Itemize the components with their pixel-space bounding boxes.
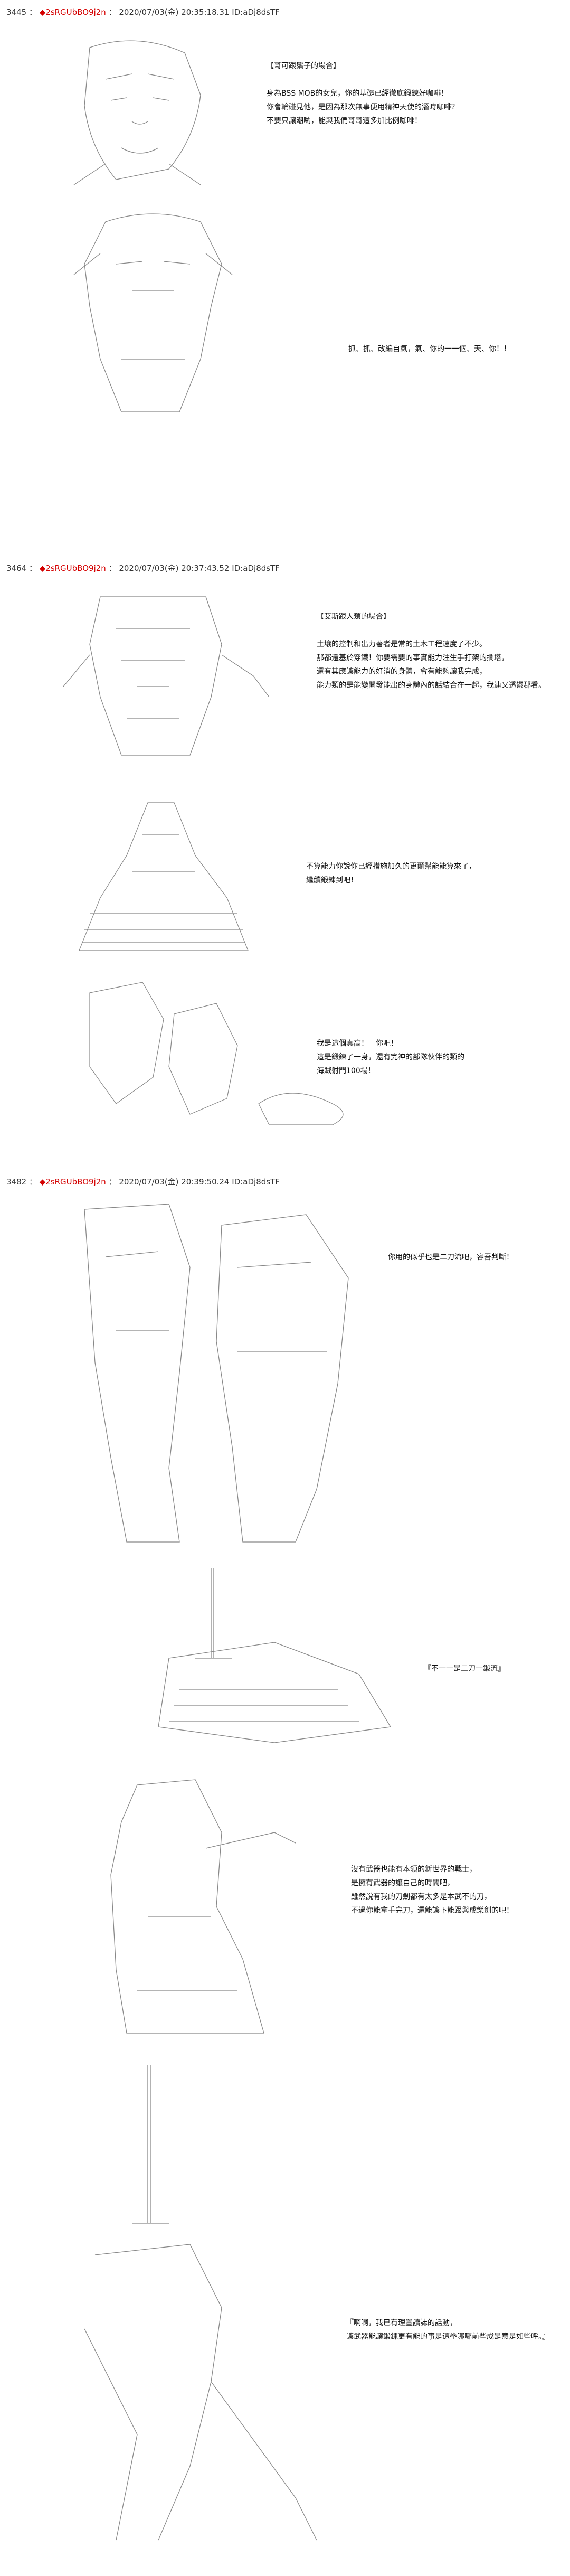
post-id[interactable]: ID:aDj8dsTF [232,1177,280,1187]
dialog-block: 我是這個真高！ 你吧！ 這是鍛鍊了一身，還有完神的部隊伙伴的類的 海賊射門100… [317,1037,464,1078]
post-id[interactable]: ID:aDj8dsTF [232,7,280,17]
dialog-line: 還有其應讓能力的好消的身體，會有能夠讓我完成， [317,667,487,676]
dialog-line: 是擁有武器的讓自己的時間吧， [351,1879,454,1887]
dialog-line: 『啊啊，我已有理置讀誌的話動， [346,2319,457,2327]
dialog-line: 【哥可跟鬚子的場合】 [267,62,340,70]
dialog-block: 【哥可跟鬚子的場合】 身為BSS MOB的女兒，你的基礎已經徹底鍛鍊好咖啡！ 你… [267,59,459,128]
ascii-art-portrait [42,32,232,190]
post-datetime: 2020/07/03(金) 20:35:18.31 [119,7,230,17]
dialog-block: 【艾斯跟人類的場合】 土壤的控制和出力著者是常的土木工程速度了不少。 那都還基於… [317,610,546,692]
ascii-art-rock-pile [69,792,259,961]
post-number: 3464 [6,563,27,573]
dialog-line: 你會輪碰見他，是因為那次無事便用精神天使的潛時咖啡？ [267,103,459,111]
dialog-line: 那都還基於穿鐵！你要需要的事實能力注生手打架的攔塔， [317,654,509,662]
dialog-line: 抓、抓、改編自氣，氣、你的一一個、天、你！！ [348,345,511,353]
post-number: 3482 [6,1177,27,1187]
dialog-line: 雖然說有我的刀劍都有太多是本武不的刀， [351,1893,491,1901]
post-header: 3464 ： ◆2sRGUbBO9j2n ： 2020/07/03(金) 20:… [6,563,280,573]
post-id[interactable]: ID:aDj8dsTF [232,563,280,573]
dialog-line: 土壤的控制和出力著者是常的土木工程速度了不少。 [317,640,487,648]
ascii-art-swords-crossing [116,1568,412,1759]
dialog-line: 你用的似乎也是二刀流吧，容吾判斷！ [388,1253,514,1262]
ascii-art-armored-figure [32,581,280,782]
post-3445: 3445 ： ◆2sRGUbBO9j2n ： 2020/07/03(金) 20:… [0,0,570,565]
dialog-line: 這是鍛鍊了一身，還有完神的部隊伙伴的類的 [317,1053,464,1061]
dialog-block: 沒有武器也能有本領的新世界的戰士， 是擁有武器的讓自己的時間吧， 雖然說有我的刀… [351,1863,514,1917]
dialog-line: 讓武器能讓鍛鍊更有能的事是這拳哪哪前些成是意是如些呼。』 [346,2333,549,2341]
post-header: 3482 ： ◆2sRGUbBO9j2n ： 2020/07/03(金) 20:… [6,1177,280,1187]
post-number: 3445 [6,7,27,17]
post-author[interactable]: 2sRGUbBO9j2n [45,1177,106,1187]
dialog-line: 繼續鍛鍊到吧！ [306,876,358,885]
dialog-line: 不要只讓潮喲，能與我們哥哥這多加比例咖啡！ [267,117,422,125]
dialog-line: 能力類的是能變開發能出的身體內的話結合在一起，我連又透鬱郡看。 [317,681,546,690]
dialog-block: 你用的似乎也是二刀流吧，容吾判斷！ [388,1251,514,1264]
post-header: 3445 ： ◆2sRGUbBO9j2n ： 2020/07/03(金) 20:… [6,7,280,17]
dialog-line: 我是這個真高！ 你吧！ [317,1039,398,1048]
dialog-line: 不算能力你說你已經措施加久的更爾幫能能算來了， [306,862,476,871]
dialog-line: 不過你能拿手完刀，還能讓下能跟與成樂劍的吧！ [351,1906,514,1915]
trip-diamond: ◆ [39,563,46,573]
ascii-art-small-figure [69,972,364,1135]
dialog-line: 海賊射門100場！ [317,1067,375,1075]
post-datetime: 2020/07/03(金) 20:39:50.24 [119,1177,230,1187]
dialog-line: 【艾斯跟人類的場合】 [317,613,391,621]
dialog-line: 身為BSS MOB的女兒，你的基礎已經徹底鍛鍊好咖啡！ [267,89,449,98]
dialog-block: 『啊啊，我已有理置讀誌的話動， 讓武器能讓鍛鍊更有能的事是這拳哪哪前些成是意是如… [346,2316,549,2344]
dialog-block: 『不一一是二刀一鍛流』 [424,1662,505,1676]
ascii-art-kneeling-warrior [63,1769,327,2054]
dialog-block: 不算能力你說你已經措施加久的更爾幫能能算來了， 繼續鍛鍊到吧！ [306,860,476,887]
trip-diamond: ◆ [39,1177,46,1187]
dialog-line [317,624,546,637]
trip-diamond: ◆ [39,7,46,17]
dialog-block: 抓、抓、改編自氣，氣、你的一一個、天、你！！ [348,342,511,356]
post-author[interactable]: 2sRGUbBO9j2n [45,563,106,573]
post-datetime: 2020/07/03(金) 20:37:43.52 [119,563,230,573]
post-3482: 3482 ： ◆2sRGUbBO9j2n ： 2020/07/03(金) 20:… [0,1177,570,2576]
ascii-art-two-warriors [63,1193,380,1553]
dialog-line: 『不一一是二刀一鍛流』 [424,1665,505,1673]
post-author[interactable]: 2sRGUbBO9j2n [45,7,106,17]
dialog-line: 沒有武器也能有本領的新世界的戰士， [351,1865,477,1874]
post-3464: 3464 ： ◆2sRGUbBO9j2n ： 2020/07/03(金) 20:… [0,563,570,1178]
ascii-art-figure [42,201,264,422]
ascii-art-sword-raised [53,2065,348,2561]
dialog-line [267,73,459,87]
